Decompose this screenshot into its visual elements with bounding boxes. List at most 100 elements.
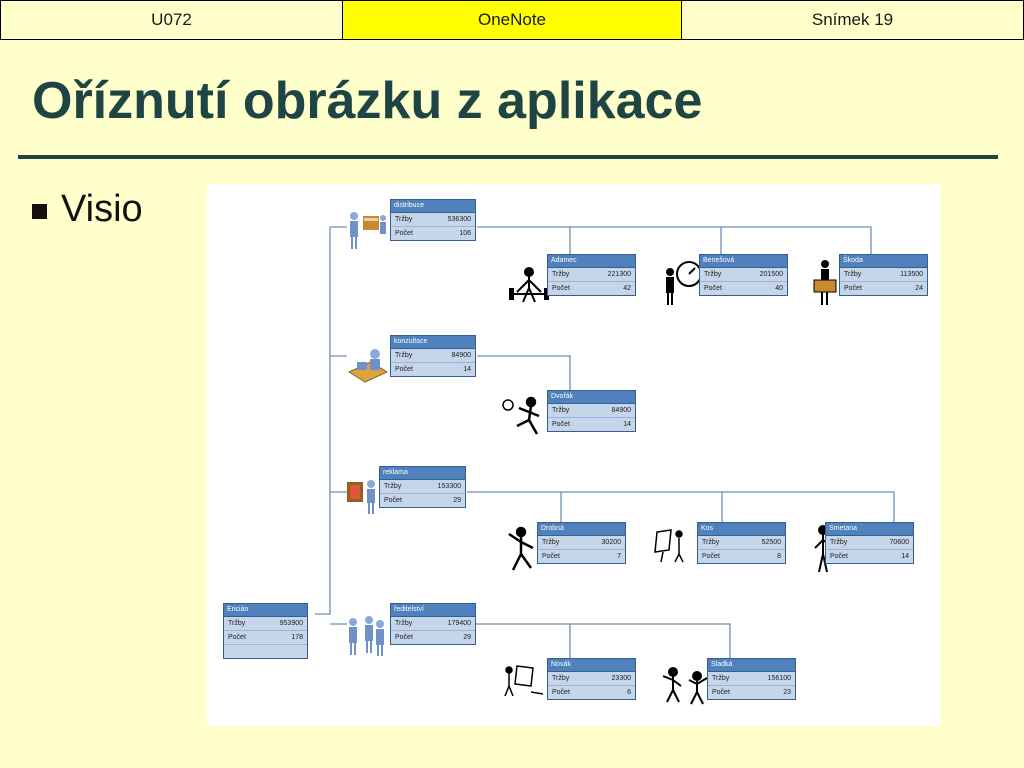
node-adamec-title: Adamec	[547, 254, 636, 267]
node-dvorak-count-label: Počet	[552, 421, 570, 428]
node-reditelstvi-title: ředitelství	[390, 603, 476, 616]
node-reklama-count: 29	[453, 497, 461, 504]
node-konzultace-sales-label: Tržby	[395, 352, 413, 359]
management-group-icon	[349, 616, 384, 656]
node-encian-count: 178	[291, 634, 303, 641]
header-slide-number-text: Snímek 19	[811, 10, 894, 29]
slide-title: Oříznutí obrázku z aplikace	[32, 72, 703, 130]
org-chart-image: Encián Tržby 953900 Počet 178 distribuce T…	[207, 184, 940, 726]
clock-person-icon	[666, 261, 702, 305]
node-reklama-count-label: Počet	[384, 497, 402, 504]
node-dvorak: Dvořák Tržby 84900 Počet 14	[547, 390, 636, 432]
node-dvorak-sales: 84900	[611, 407, 631, 414]
node-smetana-sales-label: Tržby	[830, 539, 848, 546]
basket-person-icon	[813, 260, 837, 305]
advertising-billboard-icon	[347, 480, 375, 514]
bullet-item: Visio	[32, 188, 143, 231]
node-novak-count-label: Počet	[552, 689, 570, 696]
node-smetana-count-label: Počet	[830, 553, 848, 560]
org-chart-connectors	[315, 226, 895, 658]
node-distribuce-sales: 536300	[447, 216, 471, 223]
node-konzultace: konzultace Tržby 84900 Počet 14	[390, 335, 476, 377]
title-divider	[18, 155, 998, 159]
node-kos: Kos Tržby 52500 Počet 8	[697, 522, 786, 564]
node-drobna-title: Drobná	[537, 522, 626, 535]
node-reklama-title: reklama	[379, 466, 466, 479]
node-sladka-sales: 156100	[767, 675, 791, 682]
node-skoda-count-label: Počet	[844, 285, 862, 292]
node-encian-sales: 953900	[279, 620, 303, 627]
node-novak-title: Novák	[547, 658, 636, 671]
node-novak-count: 6	[627, 689, 631, 696]
node-sladka-count-label: Počet	[712, 689, 730, 696]
node-reditelstvi-count: 29	[463, 634, 471, 641]
node-adamec-count-label: Počet	[552, 285, 570, 292]
node-sladka-sales-label: Tržby	[712, 675, 730, 682]
node-skoda: Škoda Tržby 113500 Počet 24	[839, 254, 928, 296]
node-encian-count-label: Počet	[228, 634, 246, 641]
node-konzultace-sales: 84900	[451, 352, 471, 359]
node-benesova-title: Benešová	[699, 254, 788, 267]
node-skoda-sales-label: Tržby	[844, 271, 862, 278]
node-kos-count-label: Počet	[702, 553, 720, 560]
node-encian: Encián Tržby 953900 Počet 178	[223, 603, 308, 659]
node-reklama-sales-label: Tržby	[384, 483, 402, 490]
node-kos-sales-label: Tržby	[702, 539, 720, 546]
node-skoda-title: Škoda	[839, 254, 928, 267]
node-reklama-sales: 153300	[437, 483, 461, 490]
artist-icon	[504, 665, 544, 697]
node-adamec-count: 42	[623, 285, 631, 292]
header-course-code-text: U072	[151, 10, 192, 29]
node-kos-sales: 52500	[761, 539, 781, 546]
node-encian-sales-label: Tržby	[228, 620, 246, 627]
node-benesova-sales: 201500	[759, 271, 783, 278]
node-skoda-sales: 113500	[900, 271, 923, 278]
painter-easel-icon	[654, 529, 684, 563]
weightlifter-icon	[509, 267, 549, 303]
node-distribuce-count: 106	[459, 230, 471, 237]
node-adamec-sales-label: Tržby	[552, 271, 570, 278]
node-drobna-count: 7	[617, 553, 621, 560]
node-adamec: Adamec Tržby 221300 Počet 42	[547, 254, 636, 296]
node-kos-count: 8	[777, 553, 781, 560]
distribution-people-icon	[350, 212, 386, 249]
node-distribuce-count-label: Počet	[395, 230, 413, 237]
musicians-icon	[662, 667, 708, 705]
node-distribuce: distribuce Tržby 536300 Počet 106	[390, 199, 476, 241]
node-benesova-count: 40	[775, 285, 783, 292]
node-drobna-sales: 30200	[601, 539, 621, 546]
node-kos-title: Kos	[697, 522, 786, 535]
header-topic-text: OneNote	[477, 10, 547, 29]
node-smetana-title: Smetana	[825, 522, 914, 535]
node-reditelstvi-sales: 179400	[447, 620, 471, 627]
node-skoda-count: 24	[915, 285, 923, 292]
node-adamec-sales: 221300	[607, 271, 631, 278]
node-drobna-count-label: Počet	[542, 553, 560, 560]
node-konzultace-title: konzultace	[390, 335, 476, 348]
node-encian-title: Encián	[223, 603, 308, 616]
node-smetana-count: 14	[901, 553, 909, 560]
node-dvorak-count: 14	[623, 421, 631, 428]
node-reklama: reklama Tržby 153300 Počet 29	[379, 466, 466, 508]
bullet-marker	[32, 204, 47, 219]
node-dvorak-sales-label: Tržby	[552, 407, 570, 414]
node-smetana-sales: 70600	[889, 539, 909, 546]
node-distribuce-sales-label: Tržby	[395, 216, 413, 223]
header-slide-number: Snímek 19	[681, 0, 1024, 40]
node-novak-sales: 23300	[611, 675, 631, 682]
node-dvorak-title: Dvořák	[547, 390, 636, 403]
node-distribuce-title: distribuce	[390, 199, 476, 212]
node-benesova-count-label: Počet	[704, 285, 722, 292]
consulting-desk-icon	[347, 349, 389, 383]
bullet-text: Visio	[61, 188, 143, 230]
soccer-player-icon	[502, 396, 540, 435]
node-reditelstvi-sales-label: Tržby	[395, 620, 413, 627]
header-course-code: U072	[0, 0, 343, 40]
node-konzultace-count: 14	[463, 366, 471, 373]
node-konzultace-count-label: Počet	[395, 366, 413, 373]
